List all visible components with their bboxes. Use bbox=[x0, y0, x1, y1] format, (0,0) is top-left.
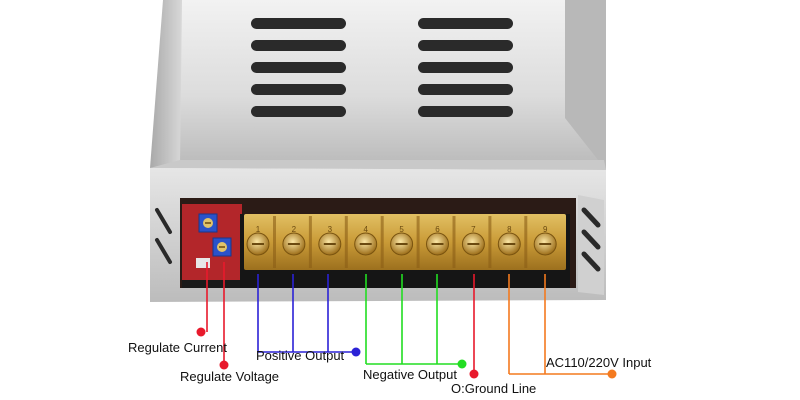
ground-line-dot bbox=[469, 369, 479, 379]
positive-output-dot bbox=[351, 347, 361, 357]
negative-output-wires bbox=[365, 274, 462, 365]
terminal-screw[interactable]: 7 bbox=[461, 216, 492, 268]
ac-input-dot bbox=[607, 369, 617, 379]
left-side-vents bbox=[155, 208, 172, 264]
negative-output-dot bbox=[457, 359, 467, 369]
top-lid bbox=[150, 0, 606, 170]
terminal-screw[interactable]: 2 bbox=[282, 216, 312, 268]
adjustment-board bbox=[182, 204, 242, 288]
regulate-voltage-label: Regulate Voltage bbox=[180, 369, 280, 384]
positive-output-wires bbox=[257, 274, 355, 353]
vent-slots-left bbox=[251, 18, 346, 117]
terminal-screw[interactable]: 9 bbox=[533, 225, 557, 256]
regulate-current-dot bbox=[196, 327, 206, 337]
terminal-number: 5 bbox=[399, 225, 404, 234]
terminal-block: 1 2 3 4 5 6 7 8 9 bbox=[240, 214, 570, 288]
ac-input-wires bbox=[508, 274, 610, 375]
terminal-number: 2 bbox=[292, 225, 297, 234]
positive-output-label: Positive Output bbox=[256, 348, 345, 363]
terminal-screw[interactable]: 4 bbox=[354, 216, 384, 268]
regulate-voltage-dot bbox=[219, 360, 229, 370]
terminal-number: 3 bbox=[328, 225, 333, 234]
terminal-number: 6 bbox=[435, 225, 440, 234]
terminal-screw[interactable]: 6 bbox=[426, 216, 456, 268]
ground-line-label: O:Ground Line bbox=[451, 381, 537, 396]
terminal-screw[interactable]: 1 bbox=[246, 216, 276, 268]
voltage-potentiometer[interactable] bbox=[212, 237, 232, 257]
terminal-screw[interactable]: 3 bbox=[318, 216, 348, 268]
regulate-current-label: Regulate Current bbox=[128, 340, 227, 355]
wiring bbox=[206, 262, 610, 375]
vent-slots-right bbox=[418, 18, 513, 117]
terminal-screw[interactable]: 5 bbox=[390, 216, 420, 268]
side-vents bbox=[578, 195, 604, 295]
current-potentiometer[interactable] bbox=[198, 213, 218, 233]
terminal-number: 8 bbox=[507, 225, 512, 234]
terminal-number: 7 bbox=[471, 225, 476, 234]
ac-input-label: AC110/220V Input bbox=[546, 355, 652, 370]
terminal-number: 1 bbox=[256, 225, 261, 234]
terminal-number: 4 bbox=[363, 225, 368, 234]
terminal-number: 9 bbox=[543, 225, 548, 234]
terminal-screw[interactable]: 8 bbox=[497, 216, 528, 268]
wire-endpoints bbox=[196, 327, 617, 379]
negative-output-label: Negative Output bbox=[363, 367, 457, 382]
